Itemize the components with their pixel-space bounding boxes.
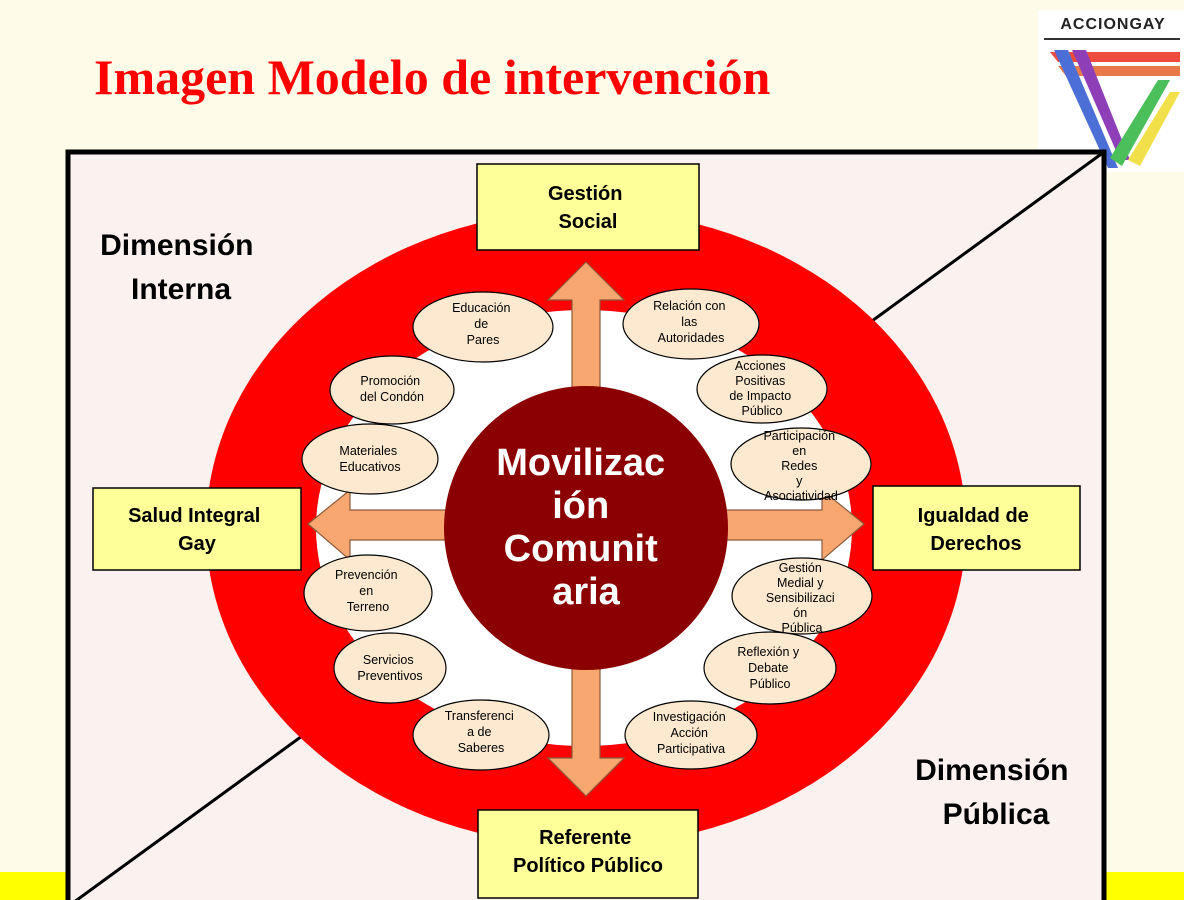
ellipse-relacion-con-autoridades: Relación con las Autoridades	[653, 299, 729, 345]
slide-title: Imagen Modelo de intervención	[94, 49, 771, 105]
ellipse-promocion-del-condon: Promoción del Condón	[360, 374, 424, 404]
ellipse-gestion-medial: Gestión Medial y Sensibilizaci ón Públic…	[766, 561, 838, 635]
ellipse-shapes	[301, 288, 873, 771]
ellipse-educacion-de-pares: Educación de Pares	[452, 301, 514, 347]
ellipse-participacion-en-redes: Participación en Redes y Asociatividad	[763, 429, 838, 503]
ellipse-acciones-positivas: Acciones Positivas de Impacto Público	[729, 359, 794, 418]
dimension-publica-label: Dimensión Pública	[915, 754, 1077, 831]
center-label: Movilizac ión Comunit aria	[496, 442, 676, 613]
ellipse-materiales-educativos: Materiales Educativos	[339, 444, 400, 474]
ellipse-transferencia-de-saberes: Transferenci a de Saberes	[445, 709, 518, 755]
ellipse-servicios-preventivos: Servicios Preventivos	[357, 653, 422, 683]
ellipse-prevencion-en-terreno: Prevención en Terreno	[335, 568, 401, 614]
box-referente-politico-publico: Referente Político Público	[513, 827, 663, 877]
box-igualdad-de-derechos: Igualdad de Derechos	[918, 505, 1035, 555]
box-salud-integral-gay: Salud Integral Gay	[128, 505, 266, 555]
box-shapes	[92, 163, 1081, 899]
dimension-interna-label: Dimensión Interna	[100, 229, 262, 306]
box-gestion-social: Gestión Social	[548, 183, 628, 233]
logo-triangle-icon	[1050, 50, 1180, 168]
ellipse-reflexion-y-debate: Reflexión y Debate Público	[737, 645, 802, 691]
ellipse-investigacion-accion: Investigación Acción Participativa	[653, 710, 729, 756]
logo-underline	[1044, 38, 1180, 40]
logo-text: ACCIONGAY	[1060, 16, 1166, 33]
center-circle	[444, 386, 728, 670]
